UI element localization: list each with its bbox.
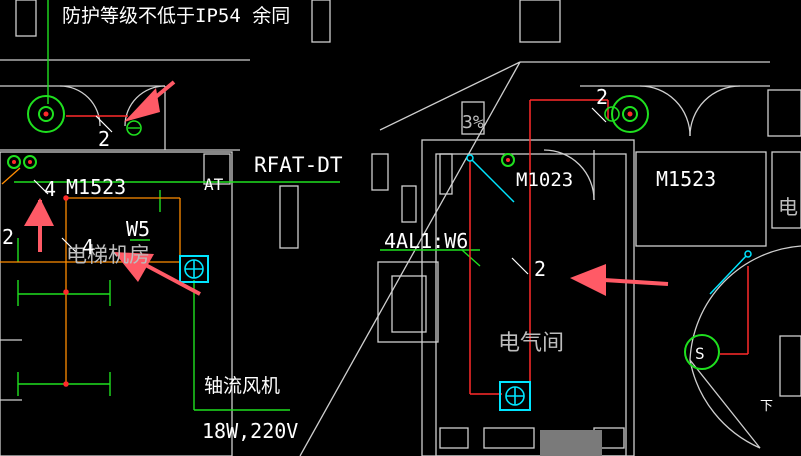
cyan-leader-lines [466,154,752,295]
m1523-left-label: M1523 [66,175,126,199]
top-note-label: 防护等级不低于IP54 余同 [62,5,290,27]
light-fixture-left [27,95,65,133]
wire-count-2-c: 2 [534,257,546,281]
wire-count-4-a: 4 [44,177,56,201]
light-fixture-right [604,95,649,133]
fan-icon-left [179,255,209,283]
switch-s-icon [684,334,720,370]
rfat-label: RFAT-DT [254,153,343,177]
m1023-label: M1023 [516,169,573,191]
gray-block [540,430,602,456]
wire-count-ticks [33,107,607,275]
w5-label: W5 [126,217,150,241]
green-wiring [14,0,481,411]
wire-count-2-d: 2 [596,85,608,109]
fan-power-label: 18W,220V [202,419,298,443]
wire-count-2-a: 2 [98,127,110,151]
w6-label: 4AL1:W6 [384,229,468,253]
switch-s-label: S [695,344,705,363]
sensor-icon-m1023 [501,153,515,167]
red-wiring [63,99,749,395]
room-electric-label: 电气间 [498,331,564,356]
fan-name-label: 轴流风机 [204,375,280,397]
wire-count-2-b: 2 [2,225,14,249]
slope-label: 3% [462,112,484,133]
partial-room-label: 电 [778,195,798,219]
down-label: 下 [760,399,773,414]
fan-icon-center [499,381,531,411]
m1523-right-label: M1523 [656,167,716,191]
wire-count-4-b: 4 [82,235,94,259]
socket-icon-left [1,155,37,185]
at-label: AT [204,175,224,194]
small-device-left [126,120,142,136]
room-elevator-label: 电梯机房 [66,243,150,267]
annotation-arrows [24,80,669,296]
